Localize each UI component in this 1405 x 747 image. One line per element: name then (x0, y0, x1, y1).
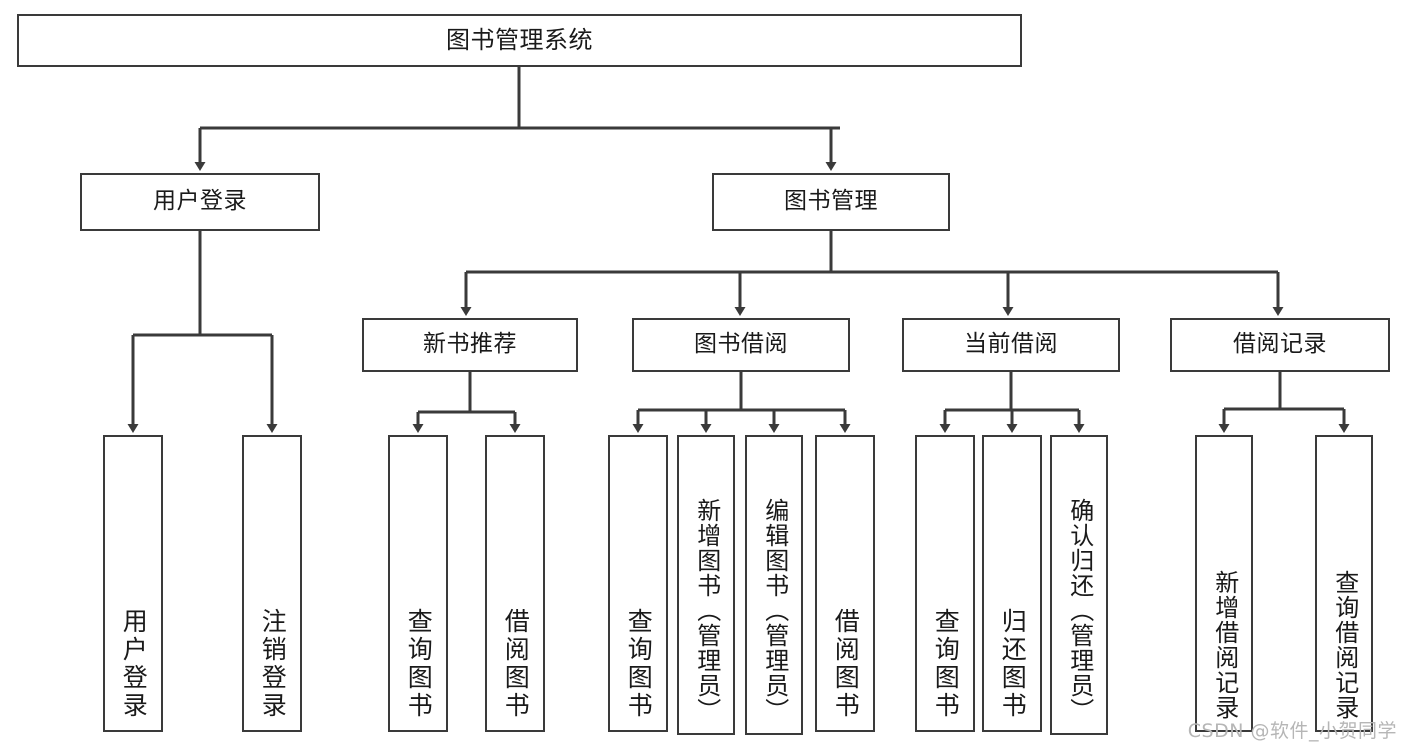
node-root[interactable]: 图书管理系统 (17, 14, 1022, 67)
node-leaf-query-book-cur[interactable]: 查询图书 (915, 435, 975, 732)
node-leaf-add-book-label: 新增图书（管理员） (692, 498, 721, 723)
node-leaf-query-book-rec-label: 查询图书 (404, 608, 434, 720)
node-leaf-borrow-book[interactable]: 借阅图书 (815, 435, 875, 732)
node-leaf-query-book-borrow[interactable]: 查询图书 (608, 435, 668, 732)
node-leaf-logout[interactable]: 注销登录 (242, 435, 302, 732)
node-leaf-return-book-label: 归还图书 (998, 608, 1028, 720)
node-new-book-rec[interactable]: 新书推荐 (362, 318, 578, 372)
node-leaf-return-book[interactable]: 归还图书 (982, 435, 1042, 732)
node-leaf-add-record-label: 新增借阅记录 (1210, 570, 1239, 720)
node-leaf-query-book-borrow-label: 查询图书 (624, 608, 654, 720)
node-leaf-borrow-book-rec[interactable]: 借阅图书 (485, 435, 545, 732)
node-book-borrow[interactable]: 图书借阅 (632, 318, 850, 372)
watermark-text: CSDN @软件_小贺同学 (1187, 720, 1397, 742)
node-leaf-add-book[interactable]: 新增图书（管理员） (677, 435, 735, 735)
node-new-book-rec-label: 新书推荐 (423, 331, 517, 358)
node-book-manage[interactable]: 图书管理 (712, 173, 950, 231)
node-leaf-query-book-cur-label: 查询图书 (931, 608, 961, 720)
node-leaf-add-record[interactable]: 新增借阅记录 (1195, 435, 1253, 732)
node-leaf-confirm-return-label: 确认归还（管理员） (1065, 498, 1094, 723)
node-leaf-borrow-book-rec-label: 借阅图书 (501, 608, 531, 720)
node-leaf-user-login-label: 用户登录 (119, 608, 149, 720)
node-leaf-edit-book-label: 编辑图书（管理员） (760, 498, 789, 723)
node-leaf-query-record[interactable]: 查询借阅记录 (1315, 435, 1373, 732)
node-user-login[interactable]: 用户登录 (80, 173, 320, 231)
node-borrow-record[interactable]: 借阅记录 (1170, 318, 1390, 372)
node-current-borrow-label: 当前借阅 (964, 331, 1058, 358)
node-leaf-user-login[interactable]: 用户登录 (103, 435, 163, 732)
node-leaf-borrow-book-label: 借阅图书 (831, 608, 861, 720)
node-root-label: 图书管理系统 (446, 26, 593, 55)
node-leaf-edit-book[interactable]: 编辑图书（管理员） (745, 435, 803, 735)
node-user-login-label: 用户登录 (153, 188, 247, 215)
node-leaf-logout-label: 注销登录 (258, 608, 288, 720)
node-leaf-confirm-return[interactable]: 确认归还（管理员） (1050, 435, 1108, 735)
node-borrow-record-label: 借阅记录 (1233, 331, 1327, 358)
node-leaf-query-record-label: 查询借阅记录 (1330, 570, 1359, 720)
node-current-borrow[interactable]: 当前借阅 (902, 318, 1120, 372)
node-book-borrow-label: 图书借阅 (694, 331, 788, 358)
node-leaf-query-book-rec[interactable]: 查询图书 (388, 435, 448, 732)
node-book-manage-label: 图书管理 (784, 188, 878, 215)
